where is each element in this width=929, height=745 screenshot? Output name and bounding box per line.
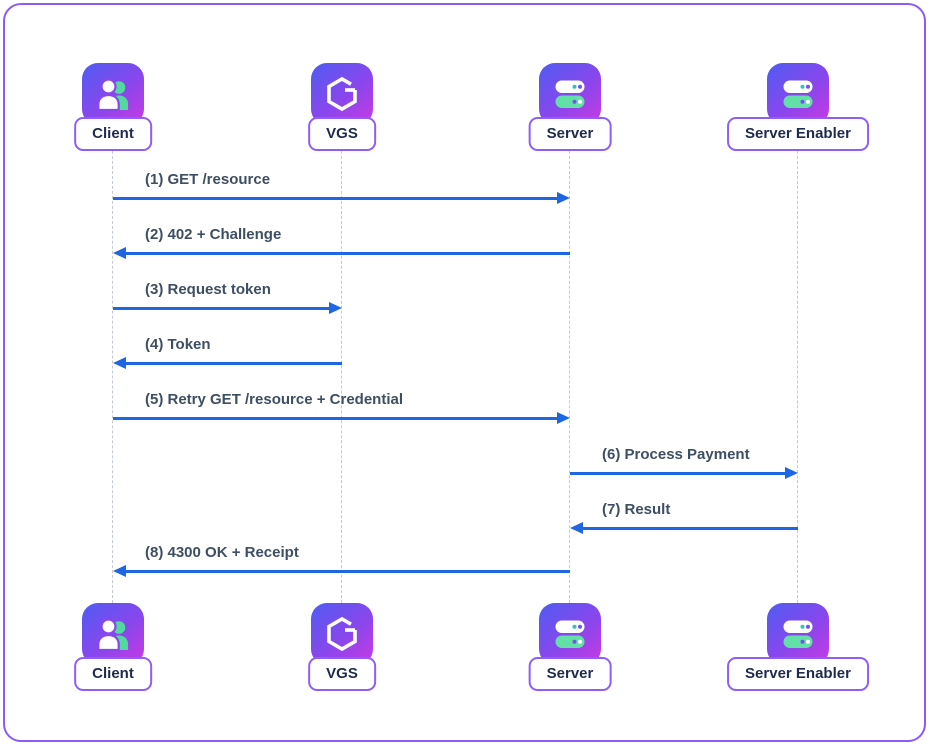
message-arrow-line <box>113 307 329 310</box>
message-label: (8) 4300 OK + Receipt <box>145 544 299 561</box>
message-arrow-line <box>113 417 557 420</box>
arrowhead-left-icon <box>113 357 126 369</box>
message-label: (5) Retry GET /resource + Credential <box>145 391 404 408</box>
actor-label-server-enabler: Server Enabler <box>727 657 869 691</box>
message-label: (2) 402 + Challenge <box>145 226 282 243</box>
message-arrow-line <box>570 472 785 475</box>
actor-label-server: Server <box>528 657 612 691</box>
actor-label-server-enabler: Server Enabler <box>727 117 869 151</box>
arrowhead-right-icon <box>329 302 342 314</box>
lifeline-vgs <box>341 151 342 603</box>
actor-label-client: Client <box>74 117 152 151</box>
message-label: (3) Request token <box>145 281 271 298</box>
lifeline-client <box>112 151 113 603</box>
arrowhead-right-icon <box>557 412 570 424</box>
arrowhead-left-icon <box>570 522 583 534</box>
message-arrow-line <box>113 197 557 200</box>
actor-label-client: Client <box>74 657 152 691</box>
message-label: (1) GET /resource <box>145 171 271 188</box>
arrowhead-right-icon <box>785 467 798 479</box>
server-icon <box>539 603 601 665</box>
lifeline-server <box>569 151 570 603</box>
arrowhead-left-icon <box>113 565 126 577</box>
message-label: (4) Token <box>145 336 211 353</box>
message-arrow-line <box>126 362 342 365</box>
message-label: (7) Result <box>602 501 671 518</box>
client-users-icon <box>82 63 144 125</box>
actor-label-vgs: VGS <box>308 117 376 151</box>
server-icon <box>539 63 601 125</box>
actor-label-vgs: VGS <box>308 657 376 691</box>
diagram-frame: Client VGS Server Server Enabler (1) GET… <box>3 3 926 742</box>
arrowhead-right-icon <box>557 192 570 204</box>
lifeline-server-enabler <box>797 151 798 603</box>
actor-label-server: Server <box>528 117 612 151</box>
message-arrow-line <box>126 252 570 255</box>
sequence-diagram: Client VGS Server Server Enabler (1) GET… <box>5 5 924 740</box>
arrowhead-left-icon <box>113 247 126 259</box>
vgs-logo-icon <box>311 63 373 125</box>
message-arrow-line <box>126 570 570 573</box>
server-icon <box>767 63 829 125</box>
server-icon <box>767 603 829 665</box>
message-arrow-line <box>583 527 798 530</box>
message-label: (6) Process Payment <box>602 446 750 463</box>
vgs-logo-icon <box>311 603 373 665</box>
client-users-icon <box>82 603 144 665</box>
